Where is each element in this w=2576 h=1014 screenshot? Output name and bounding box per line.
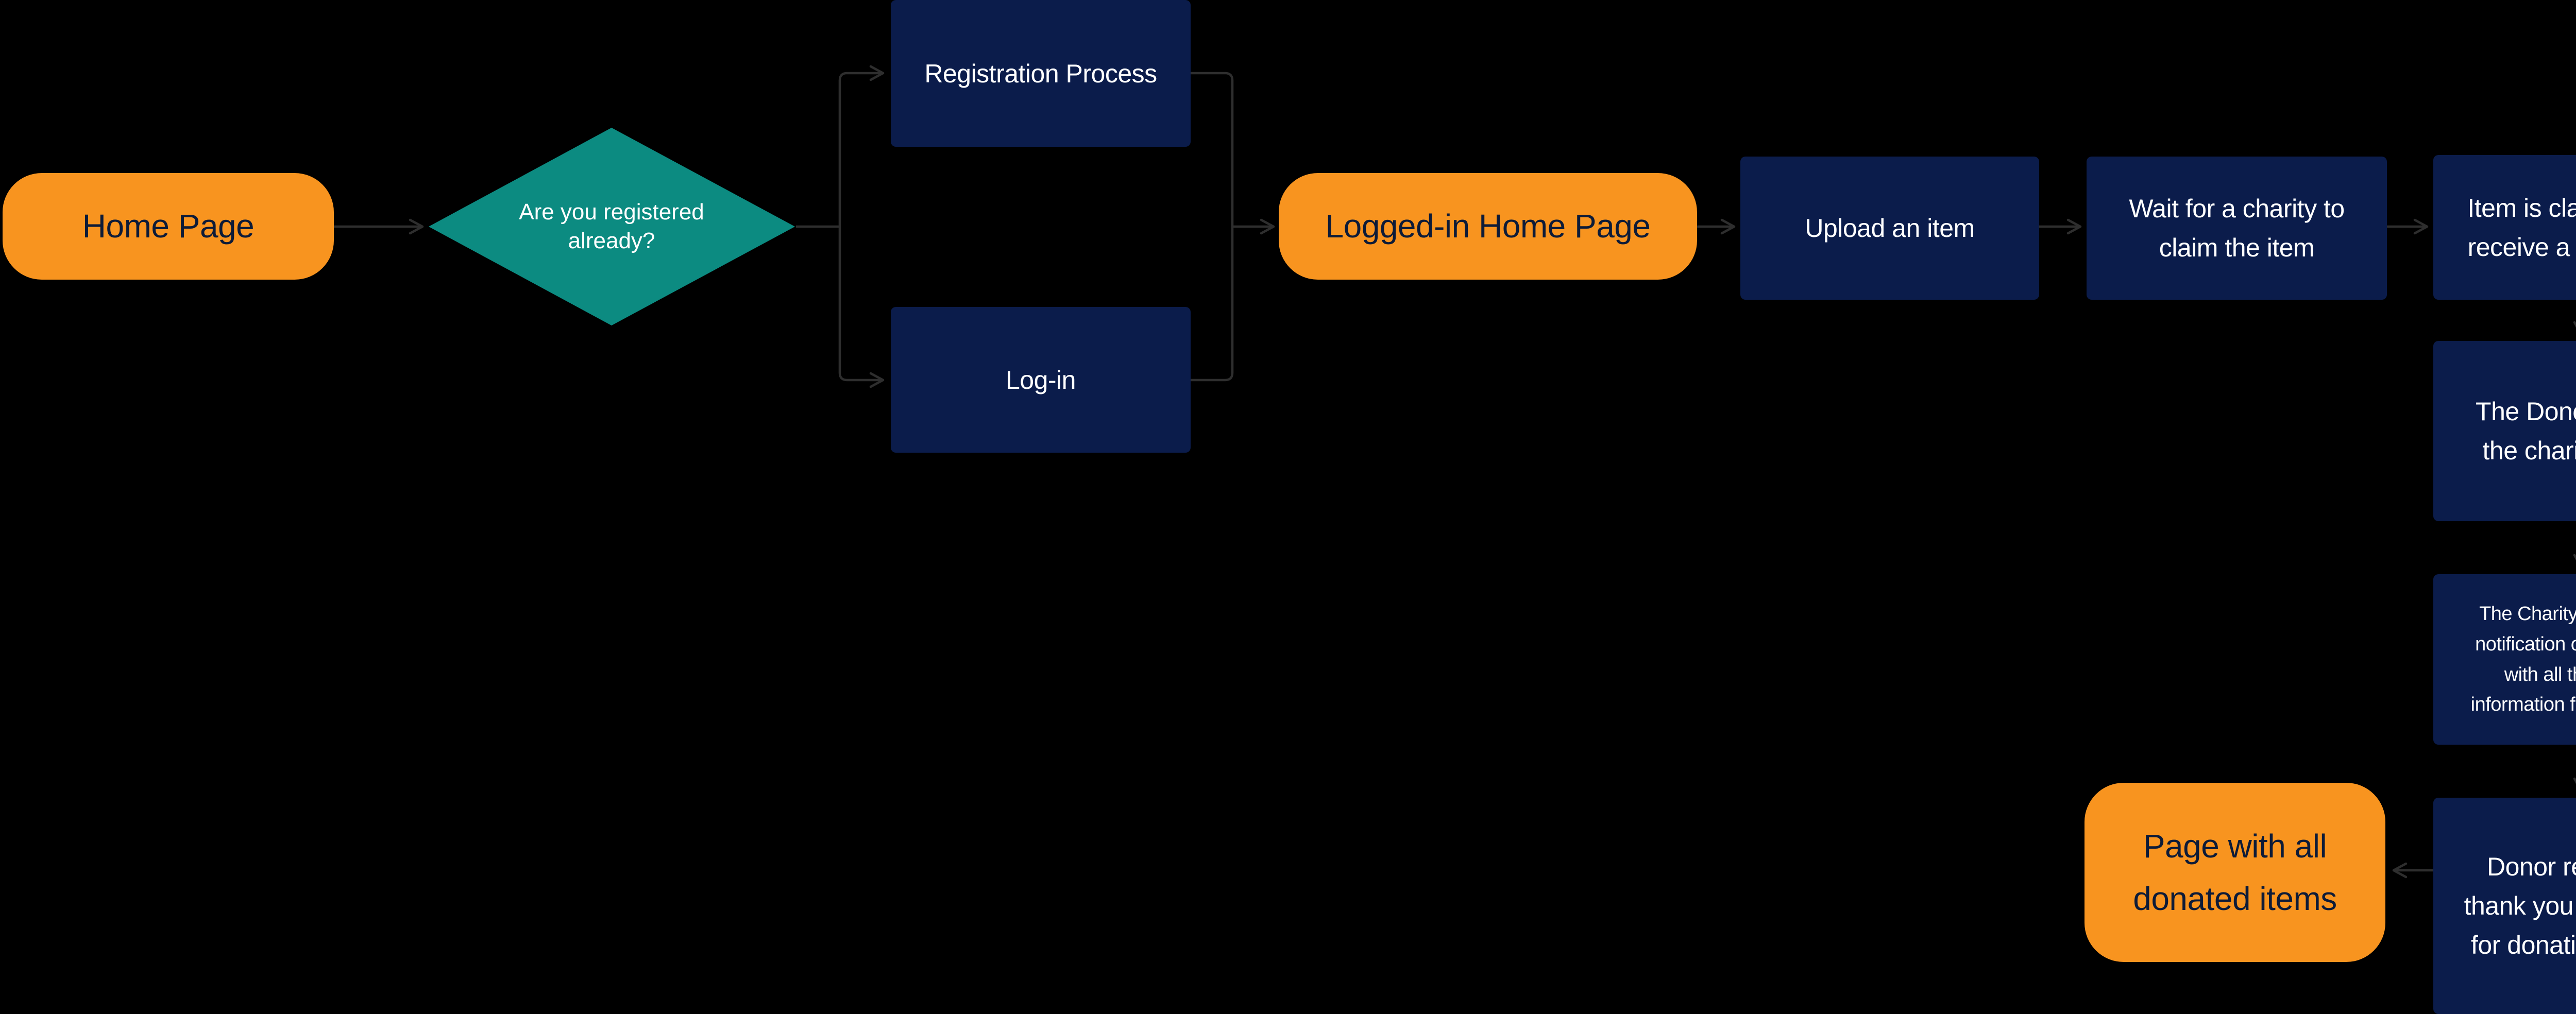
node-donated-items-page[interactable]: Page with all donated items [2084,783,2385,962]
node-logged-in-home-page[interactable]: Logged-in Home Page [1279,173,1697,280]
node-home-page[interactable]: Home Page [3,173,334,280]
decision-diamond-shape[interactable] [429,128,795,325]
node-donor-thank-you-notification-label: Donor receives a thank you notification … [2464,852,2576,959]
node-charity-receives-notification-label: The Charity receives the notification of… [2470,603,2576,716]
node-donor-accepts-claim[interactable]: The Donor accepts the charity’s claim [2433,341,2576,521]
connector-login-merge[interactable] [1191,227,1234,382]
flowchart-canvas: Home Page Are you registered already? Re… [3,0,2576,1014]
node-registration-process-label: Registration Process [924,59,1157,88]
node-login-label: Log-in [1006,365,1076,394]
node-wait-charity-claim-label: Wait for a charity to claim the item [2129,194,2345,262]
node-decision-registered-label: Are you registered already? [519,199,704,253]
node-charity-receives-notification[interactable]: The Charity receives the notification of… [2433,574,2576,745]
node-upload-item[interactable]: Upload an item [1740,157,2039,300]
node-donated-items-page-label: Page with all donated items [2133,827,2337,917]
connector-decision-to-registration[interactable] [838,65,885,227]
node-home-page-label: Home Page [82,208,255,245]
node-donor-accepts-claim-label: The Donor accepts the charity’s claim [2476,397,2576,465]
node-decision-registered[interactable]: Are you registered already? [503,184,720,269]
connector-decision-to-login[interactable] [838,227,885,388]
node-item-claimed-notification-label: Item is claimed, they receive a notifica… [2467,193,2576,262]
node-item-claimed-notification[interactable]: Item is claimed, they receive a notifica… [2433,155,2576,300]
node-donor-thank-you-notification[interactable]: Donor receives a thank you notification … [2433,798,2576,1014]
connector-registration-merge[interactable] [1191,72,1234,227]
node-upload-item-label: Upload an item [1805,214,1975,243]
node-login[interactable]: Log-in [891,307,1191,453]
node-logged-in-home-page-label: Logged-in Home Page [1325,208,1651,245]
node-registration-process[interactable]: Registration Process [891,0,1191,147]
connector-layer [334,65,2576,879]
node-wait-charity-claim[interactable]: Wait for a charity to claim the item [2087,157,2387,300]
